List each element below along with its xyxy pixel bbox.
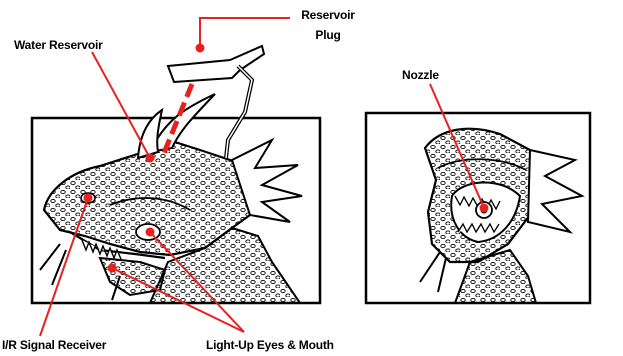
label-reservoir-plug-line1: Reservoir: [288, 8, 368, 22]
right-panel: [366, 113, 590, 303]
label-light-up-eyes-mouth: Light-Up Eyes & Mouth: [206, 338, 334, 352]
label-reservoir-plug-line2: Plug: [288, 28, 368, 42]
callout-reservoir-plug: [200, 18, 290, 48]
label-reservoir-plug: Reservoir Plug: [288, 8, 368, 42]
label-nozzle: Nozzle: [402, 68, 439, 82]
label-ir-signal-receiver: I/R Signal Receiver: [2, 338, 106, 352]
label-water-reservoir: Water Reservoir: [14, 38, 103, 52]
